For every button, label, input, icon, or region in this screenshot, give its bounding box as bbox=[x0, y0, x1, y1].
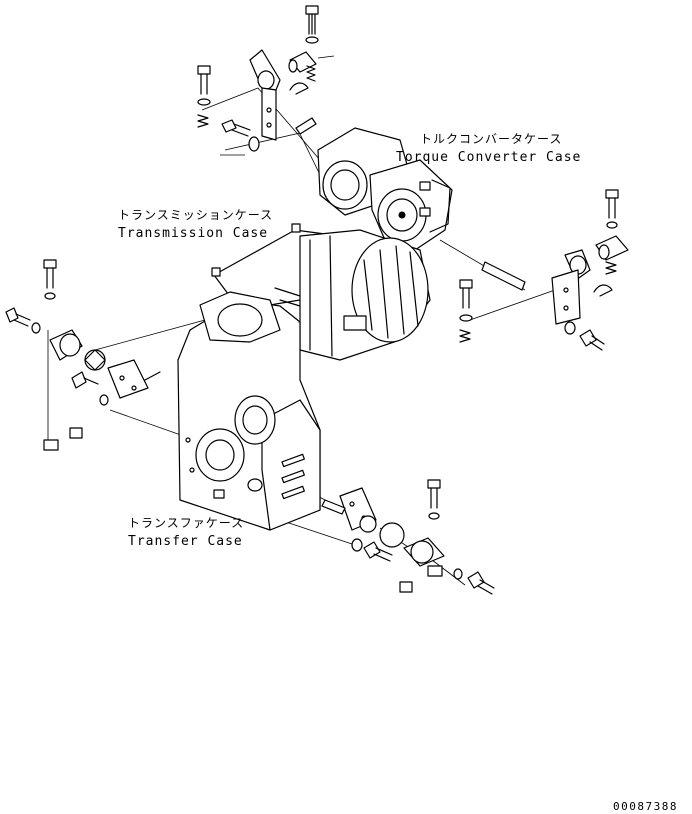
rear-mount-left bbox=[5, 259, 161, 451]
label-transfer: トランスファケース Transfer Case bbox=[128, 516, 244, 549]
label-transmission: トランスミッションケース Transmission Case bbox=[118, 208, 273, 241]
front-mount-upper bbox=[197, 5, 335, 156]
label-transmission-jp: トランスミッションケース bbox=[118, 208, 273, 222]
rear-mount-right bbox=[459, 189, 629, 351]
transfer-case bbox=[177, 291, 321, 531]
drawing-number: 00087388 bbox=[613, 800, 678, 813]
label-torque-converter-en: Torque Converter Case bbox=[396, 150, 581, 165]
label-transfer-jp: トランスファケース bbox=[128, 516, 244, 530]
label-transmission-en: Transmission Case bbox=[118, 226, 268, 241]
label-torque-converter: トルクコンバータケース Torque Converter Case bbox=[396, 132, 581, 165]
label-torque-converter-jp: トルクコンバータケース bbox=[420, 132, 562, 146]
torque-converter-case bbox=[317, 127, 453, 251]
transmission-case bbox=[211, 223, 431, 361]
label-transfer-en: Transfer Case bbox=[128, 534, 243, 549]
front-mount-lower bbox=[321, 479, 495, 595]
